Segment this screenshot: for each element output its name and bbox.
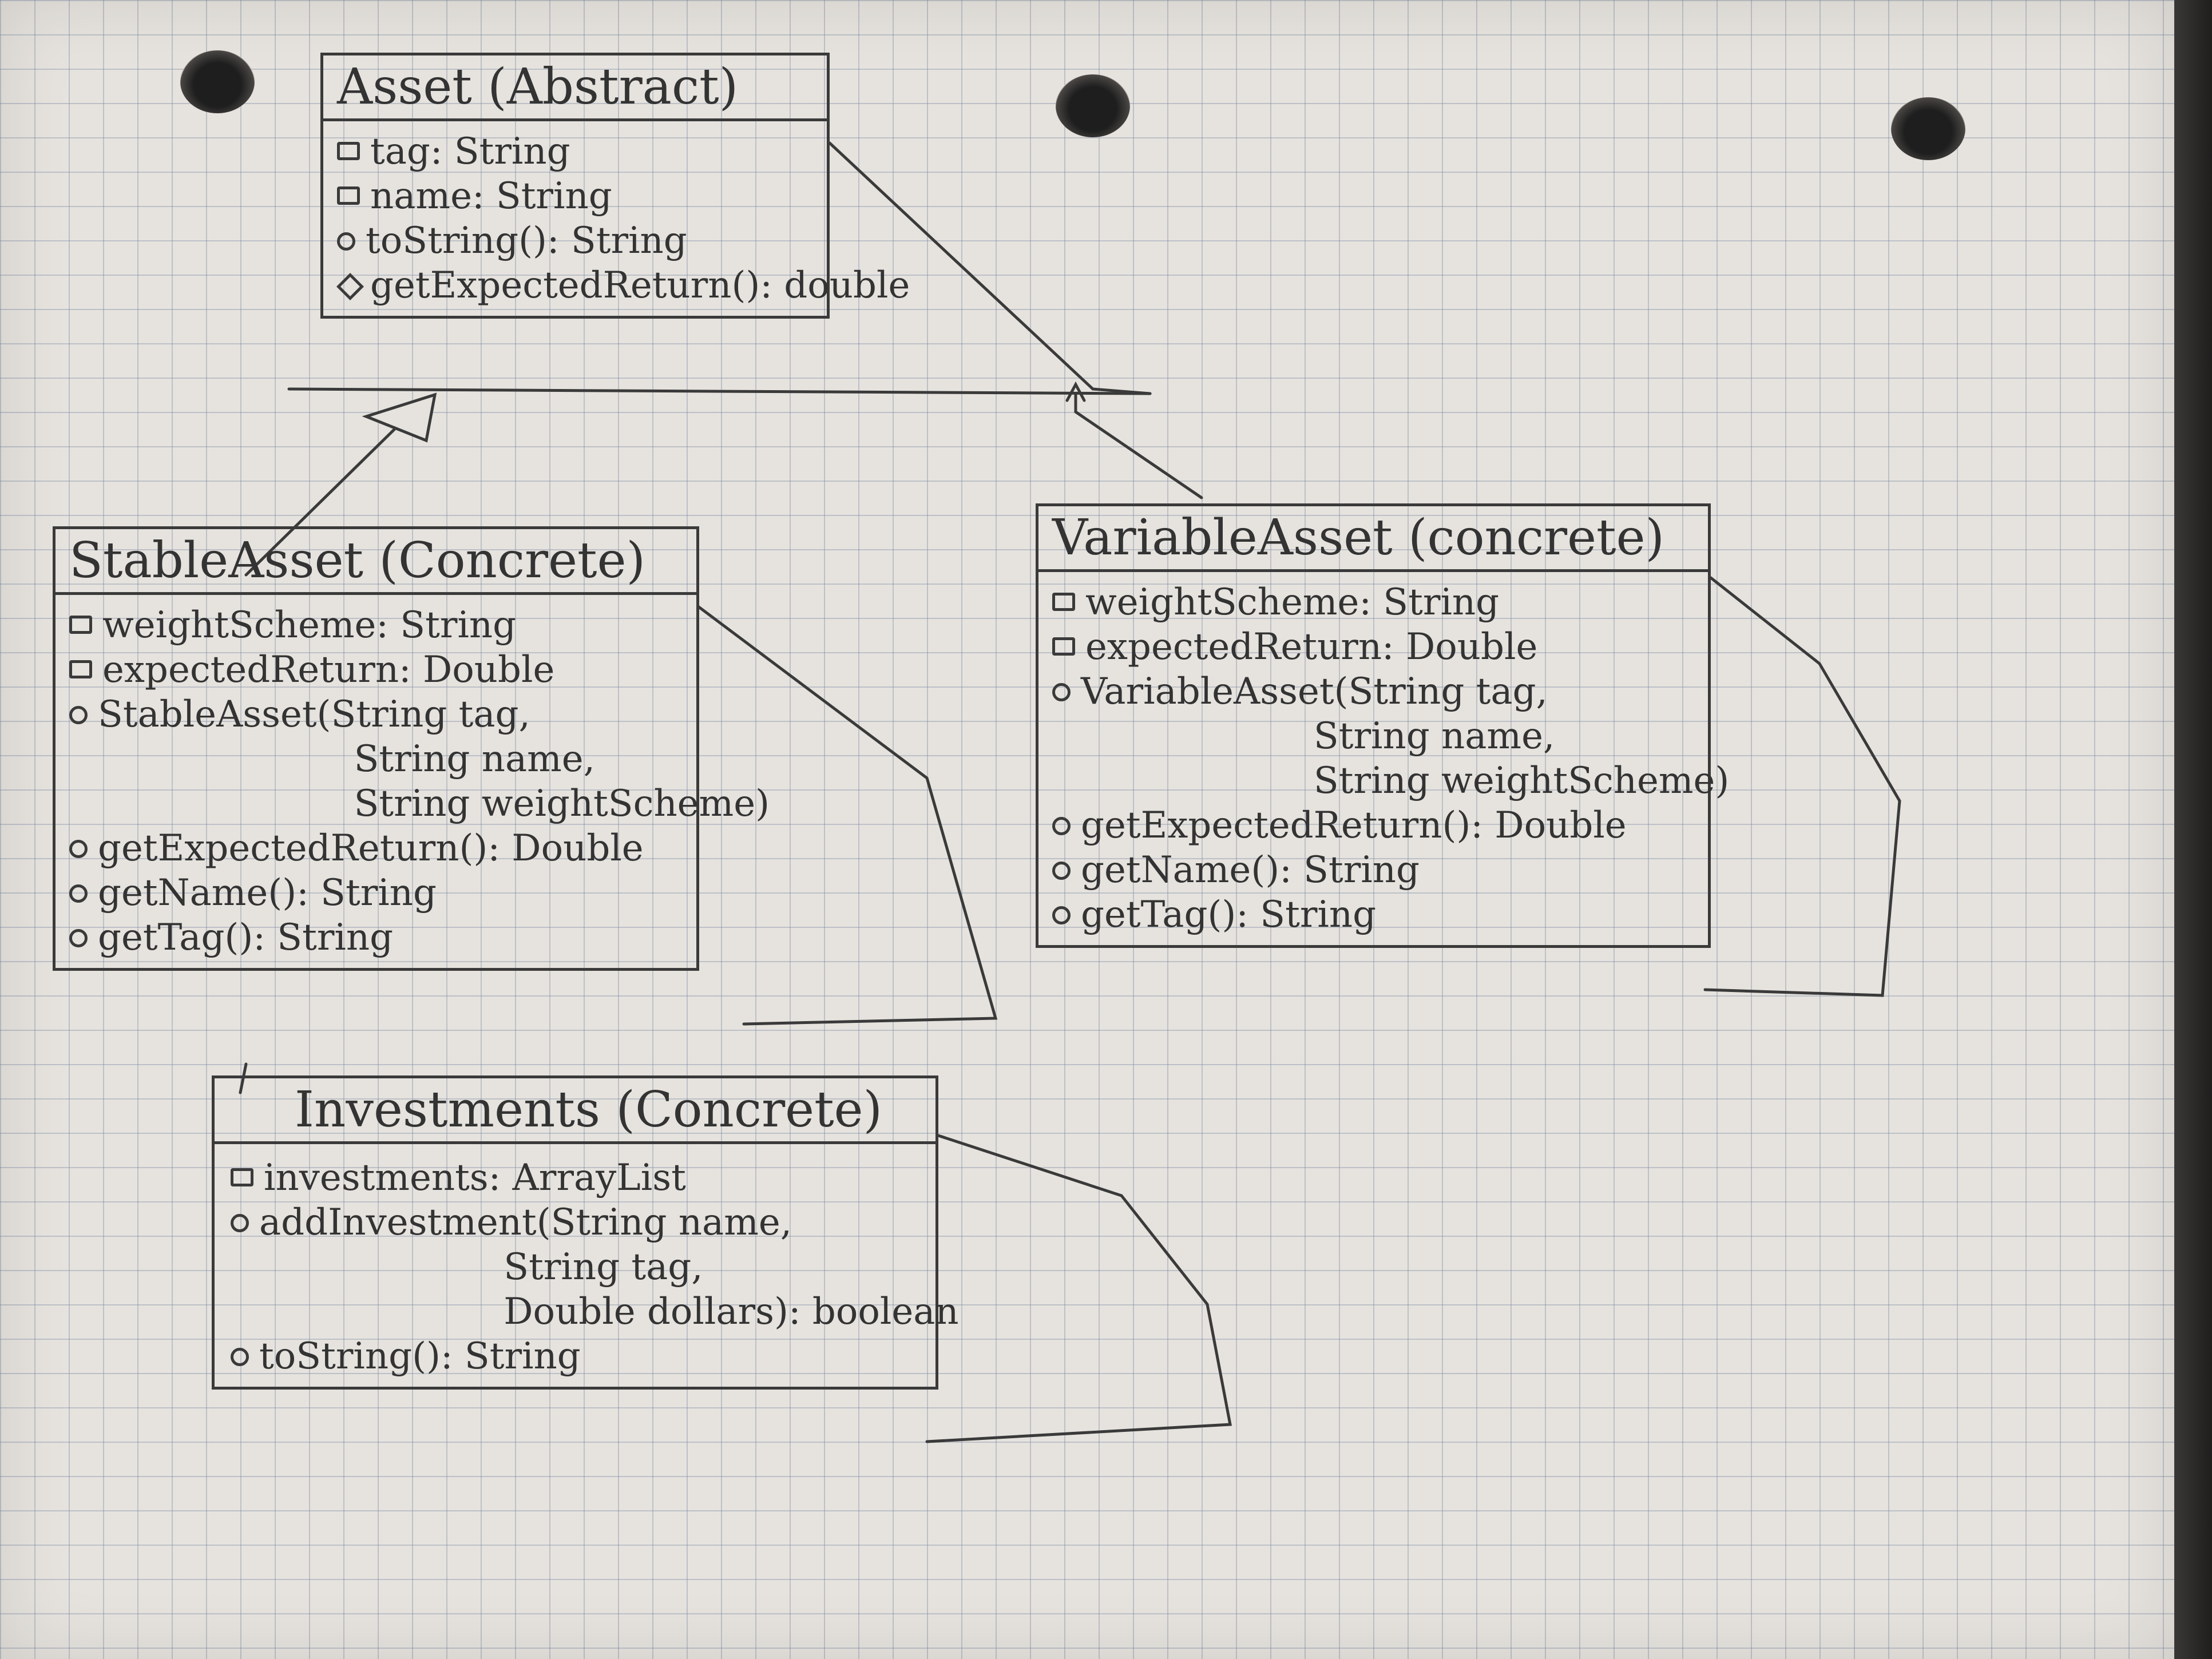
member-row: investments: ArrayList	[231, 1156, 922, 1200]
class-title: Investments (Concrete)	[215, 1078, 935, 1144]
private-visibility-icon	[69, 660, 92, 678]
member-row: getExpectedReturn(): double	[336, 263, 910, 308]
inherit-triangle-stable	[362, 392, 437, 443]
member-text: name: String	[370, 175, 612, 217]
member-row: expectedReturn: Double	[1052, 625, 1694, 669]
member-row: getExpectedReturn(): Double	[69, 826, 683, 871]
member-row: getTag(): String	[69, 915, 683, 960]
member-row: addInvestment(String name, String tag, D…	[231, 1200, 959, 1334]
member-row: getExpectedReturn(): Double	[1052, 803, 1694, 848]
member-text: getName(): String	[98, 872, 437, 914]
member-row: tag: String	[337, 129, 813, 174]
member-text: VariableAsset(String tag, String name, S…	[1081, 670, 1730, 802]
member-text: weightScheme: String	[1085, 581, 1500, 624]
private-visibility-icon	[1052, 637, 1075, 656]
public-visibility-icon	[69, 840, 88, 858]
public-visibility-icon	[1052, 906, 1071, 924]
class-title: Asset (Abstract)	[323, 55, 827, 121]
public-visibility-icon	[231, 1214, 249, 1232]
member-row: name: String	[337, 174, 813, 219]
member-row: weightScheme: String	[69, 603, 683, 648]
class-investments[interactable]: Investments (Concrete) investments: Arra…	[212, 1075, 959, 1390]
public-visibility-icon	[69, 929, 88, 947]
member-text: toString(): String	[366, 220, 687, 262]
member-text: tag: String	[370, 130, 570, 173]
class-asset[interactable]: Asset (Abstract) tag: String name: Strin…	[320, 53, 910, 319]
asset-box-base-line	[287, 387, 1152, 395]
member-text: getExpectedReturn(): Double	[98, 827, 644, 870]
paper-edge-shadow	[2174, 0, 2212, 1659]
stable-box-extension	[696, 605, 998, 1026]
member-row: StableAsset(String tag, String name, Str…	[69, 692, 770, 826]
class-stable-asset[interactable]: StableAsset (Concrete) weightScheme: Str…	[53, 526, 770, 971]
punch-hole-left	[180, 50, 255, 113]
investments-box-extension	[925, 1134, 1232, 1443]
member-text: StableAsset(String tag, String name, Str…	[98, 693, 770, 825]
private-visibility-icon	[69, 616, 92, 634]
class-variable-asset[interactable]: VariableAsset (concrete) weightScheme: S…	[1036, 503, 1729, 948]
abstract-visibility-icon	[336, 272, 364, 301]
variable-inherit-line	[1074, 393, 1203, 499]
member-text: getExpectedReturn(): Double	[1081, 804, 1627, 847]
member-row: getName(): String	[69, 871, 683, 915]
member-row: VariableAsset(String tag, String name, S…	[1052, 669, 1729, 803]
variable-box-extension	[1703, 576, 1901, 997]
inherit-arrowhead-variable	[1065, 381, 1086, 402]
class-title: VariableAsset (concrete)	[1038, 506, 1708, 572]
investments-tick	[239, 1062, 248, 1094]
member-text: getTag(): String	[98, 916, 394, 959]
class-members: tag: String name: String toString(): Str…	[323, 121, 910, 316]
private-visibility-icon	[337, 142, 360, 160]
public-visibility-icon	[337, 232, 355, 251]
class-title: StableAsset (Concrete)	[56, 529, 696, 595]
member-text: addInvestment(String name, String tag, D…	[259, 1201, 959, 1333]
private-visibility-icon	[337, 186, 360, 205]
member-text: getName(): String	[1081, 849, 1420, 891]
member-row: expectedReturn: Double	[69, 648, 683, 692]
class-members: weightScheme: String expectedReturn: Dou…	[1038, 572, 1729, 945]
public-visibility-icon	[1052, 683, 1071, 701]
punch-hole-right	[1891, 97, 1965, 160]
member-text: getTag(): String	[1081, 894, 1377, 936]
public-visibility-icon	[231, 1348, 249, 1366]
member-text: expectedReturn: Double	[102, 649, 555, 691]
member-text: expectedReturn: Double	[1085, 626, 1538, 668]
member-text: investments: ArrayList	[264, 1157, 686, 1199]
member-text: toString(): String	[259, 1335, 581, 1378]
punch-hole-middle	[1056, 74, 1130, 137]
public-visibility-icon	[1052, 862, 1071, 880]
member-row: getName(): String	[1052, 848, 1694, 892]
private-visibility-icon	[1052, 593, 1075, 611]
public-visibility-icon	[1052, 817, 1071, 835]
class-members: investments: ArrayList addInvestment(Str…	[215, 1144, 959, 1387]
class-members: weightScheme: String expectedReturn: Dou…	[56, 595, 770, 968]
private-visibility-icon	[231, 1168, 253, 1186]
member-row: toString(): String	[231, 1334, 922, 1379]
public-visibility-icon	[69, 706, 88, 724]
stable-inherit-line	[244, 422, 402, 577]
public-visibility-icon	[69, 884, 88, 903]
member-row: getTag(): String	[1052, 892, 1694, 937]
member-row: toString(): String	[337, 219, 813, 263]
member-text: weightScheme: String	[102, 604, 517, 646]
member-text: getExpectedReturn(): double	[370, 264, 910, 307]
member-row: weightScheme: String	[1052, 580, 1694, 625]
